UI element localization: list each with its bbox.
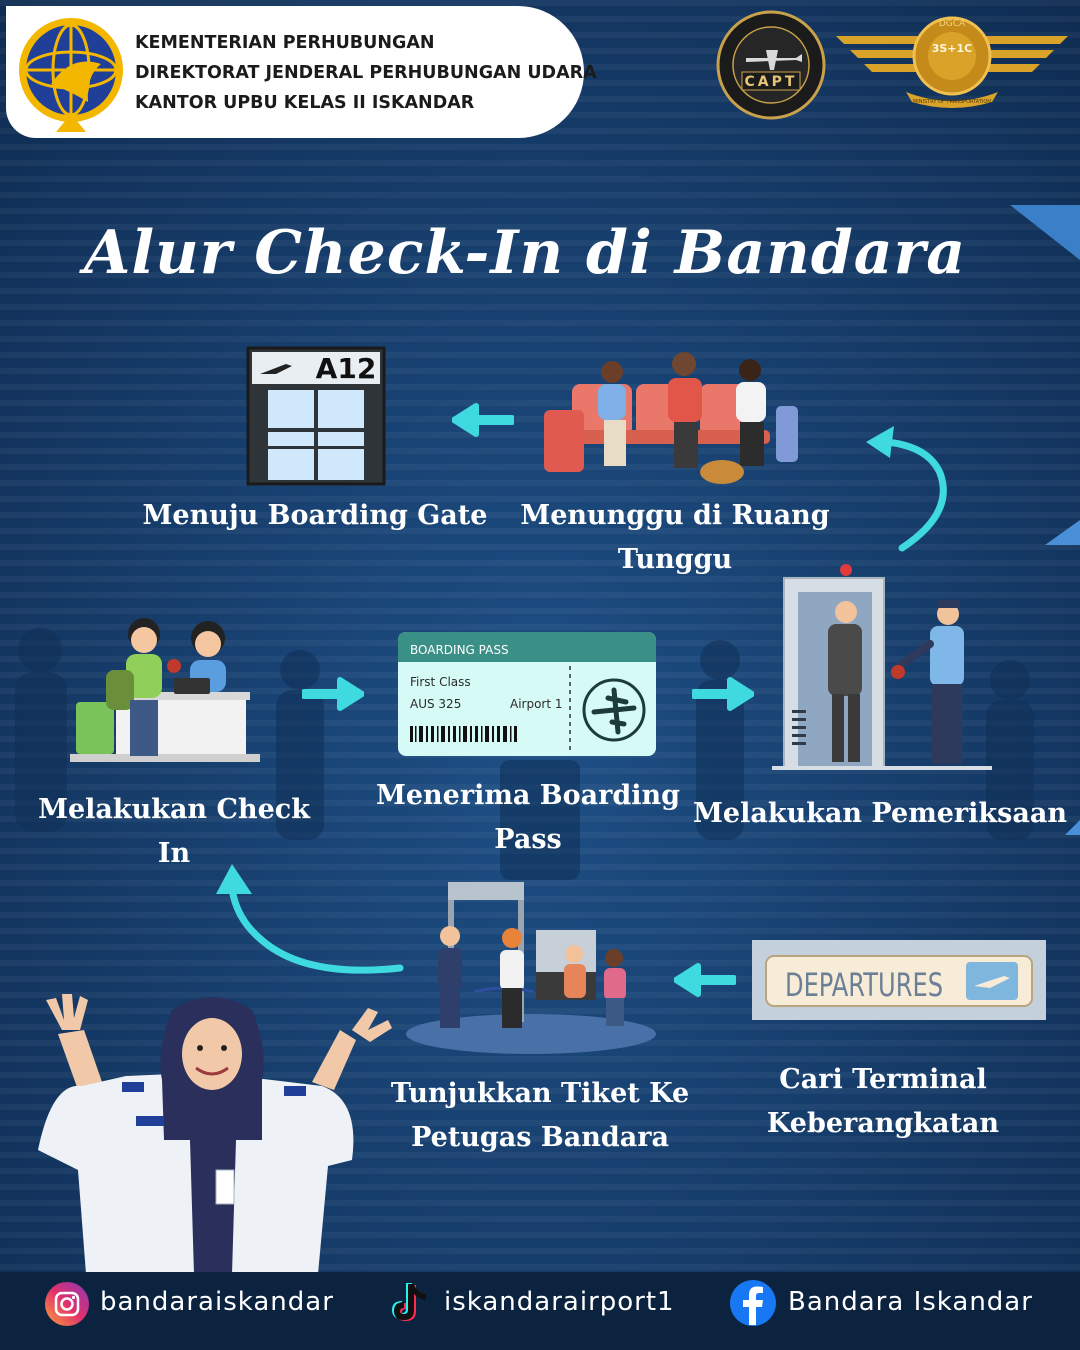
dgca-badge-ribbon-text: MINISTRY OF TRANSPORTATION (913, 99, 991, 105)
step-waiting-room-line1: Menunggu di Ruang (520, 500, 830, 531)
capt-logo-text: CAPT (745, 74, 798, 90)
dgca-badge-icon: DGCA 3S+1C MINISTRY OF TRANSPORTATION (836, 16, 1068, 108)
step-waiting-room-line2: Tunggu (617, 544, 733, 575)
dgca-badge-center-text: 3S+1C (932, 42, 973, 55)
departures-sign-icon: DEPARTURES (752, 940, 1046, 1020)
step-check-in-label: Melakukan Check In (38, 794, 310, 869)
header-line-ministry: KEMENTERIAN PERHUBUNGAN (135, 33, 435, 53)
step-show-ticket-label: Tunjukkan Tiket Ke Petugas Bandara (380, 1072, 700, 1160)
step-terminal-line2: Keberangkatan (766, 1108, 1000, 1139)
curved-arrow-up-icon (216, 864, 404, 974)
facebook-page[interactable]: Bandara Iskandar (788, 1287, 1033, 1317)
boarding-pass-icon: BOARDING PASS First Class AUS 325 Airpor… (398, 632, 656, 756)
background-crowd (15, 628, 1034, 880)
arrow-left-icon (674, 963, 736, 997)
step-waiting-room-label: Menunggu di Ruang Tunggu (510, 494, 840, 582)
curved-arrow-up-icon (866, 426, 947, 552)
boarding-pass-header: BOARDING PASS (410, 643, 509, 657)
facebook-icon[interactable] (729, 1279, 777, 1327)
step-boarding-pass-line1: Menerima Boarding (375, 780, 680, 811)
boarding-gate-icon: A12 (246, 346, 386, 486)
ministry-logo-icon (19, 18, 123, 132)
arrow-right-icon (302, 677, 364, 711)
boarding-pass-flight: AUS 325 (410, 697, 461, 711)
corner-decoration (1010, 205, 1080, 835)
step-terminal-label: Cari Terminal Keberangkatan (740, 1058, 1026, 1146)
tiktok-icon[interactable] (388, 1278, 434, 1328)
security-inspection-illustration-icon (772, 564, 992, 770)
arrow-left-icon (452, 403, 514, 437)
step-boarding-pass-line2: Pass (494, 824, 562, 855)
departures-sign-text: DEPARTURES (785, 966, 943, 1004)
step-boarding-pass-label: Menerima Boarding Pass (372, 774, 684, 862)
gate-sign-text: A12 (316, 352, 377, 385)
airport-officer-photo (38, 994, 392, 1274)
tiktok-handle[interactable]: iskandarairport1 (444, 1287, 675, 1317)
arrow-right-icon (692, 677, 754, 711)
step-show-ticket-line2: Petugas Bandara (411, 1122, 669, 1153)
step-terminal-line1: Cari Terminal (779, 1064, 987, 1095)
check-in-counter-illustration-icon (70, 618, 260, 762)
footer-bar (0, 1272, 1080, 1350)
page-title: Alur Check-In di Bandara (83, 218, 967, 288)
ticket-check-illustration-icon (406, 882, 656, 1054)
boarding-pass-airport: Airport 1 (510, 697, 563, 711)
step-boarding-gate-label: Menuju Boarding Gate (142, 500, 488, 531)
header-line-directorate: DIREKTORAT JENDERAL PERHUBUNGAN UDARA (135, 63, 597, 83)
boarding-pass-class: First Class (410, 675, 471, 689)
dgca-badge-top-text: DGCA (939, 19, 966, 29)
header-line-office: KANTOR UPBU KELAS II ISKANDAR (135, 93, 475, 113)
step-show-ticket-line1: Tunjukkan Tiket Ke (390, 1078, 690, 1109)
step-inspection-label: Melakukan Pemeriksaan (693, 798, 1067, 829)
waiting-room-illustration-icon (544, 352, 798, 484)
instagram-handle[interactable]: bandaraiskandar (100, 1287, 334, 1317)
instagram-icon[interactable] (44, 1281, 90, 1327)
capt-logo-icon: CAPT (716, 10, 826, 120)
header-text: KEMENTERIAN PERHUBUNGAN DIREKTORAT JENDE… (135, 28, 597, 118)
